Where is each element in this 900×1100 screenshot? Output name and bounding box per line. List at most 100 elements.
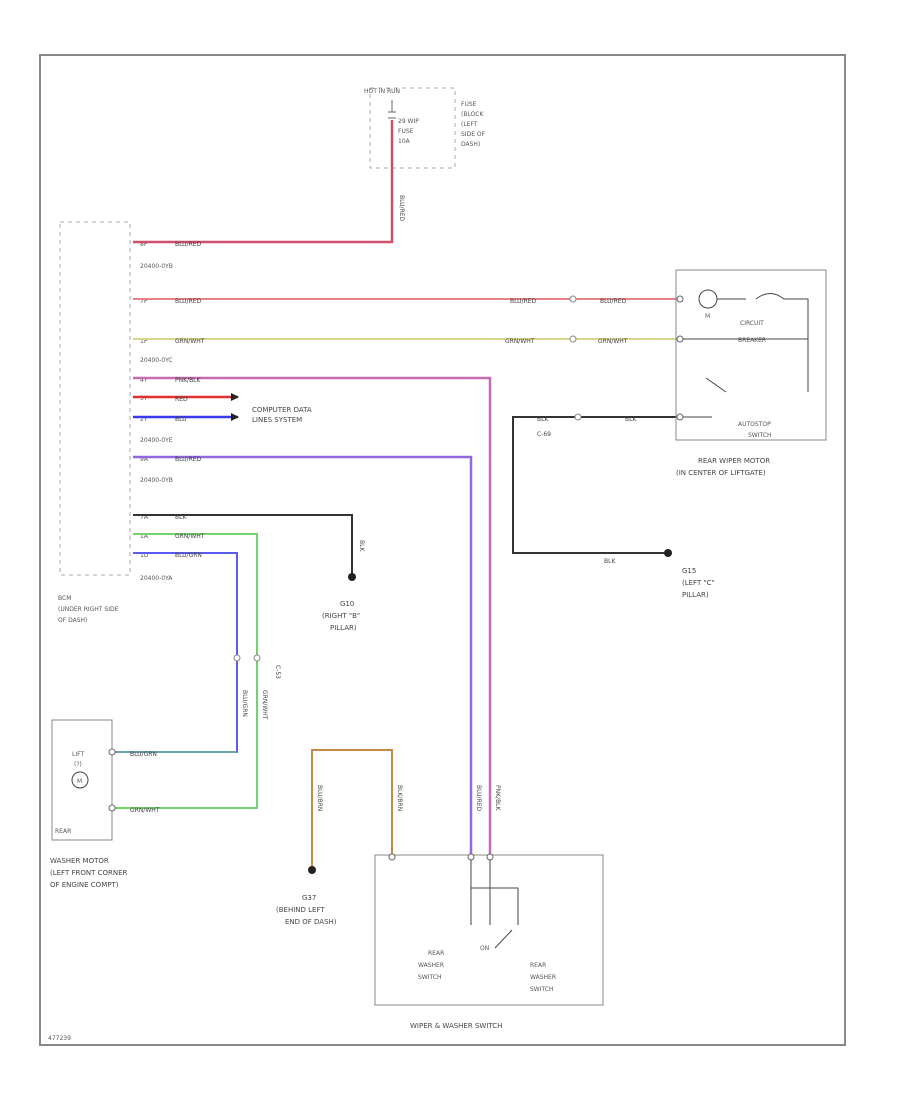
fuse-line-1: 29 WIP <box>398 118 419 125</box>
fuse-loc-5: DASH) <box>461 141 480 148</box>
switch-title: WIPER & WASHER SWITCH <box>410 1022 502 1030</box>
washer-inner-bottom: REAR <box>55 828 71 835</box>
wire-label-g10: BLK <box>358 540 365 552</box>
fuse-loc-1: FUSE <box>461 101 477 108</box>
c-pnl-label: C-69 <box>537 431 551 438</box>
wire-black-g10 <box>133 514 353 575</box>
wiper-washer-switch-box: REAR WASHER SWITCH ON REAR WASHER SWITCH <box>374 853 604 1006</box>
fuse-loc-3: (LEFT <box>461 121 478 128</box>
g10-line-3: PILLAR) <box>330 624 357 632</box>
rear-wiper-motor-box: M CIRCUIT BREAKER AUTOSTOP SWITCH <box>675 269 827 441</box>
wire-label-15: BLK <box>625 416 637 423</box>
switch-right-3: SWITCH <box>530 986 554 993</box>
wire-blu-red-switch <box>133 455 473 860</box>
connector-5: 20400-0YA <box>140 575 173 582</box>
washer-line-3: OF ENGINE COMPT) <box>50 881 119 889</box>
fuse-line-2: FUSE <box>398 128 414 135</box>
wire-label-3b: GRN/WHT <box>505 338 535 345</box>
fuse-header: HOT IN RUN <box>364 88 400 95</box>
ground-g15-icon <box>664 549 672 557</box>
pin-9: 1A <box>140 533 149 540</box>
cb-line-2: BREAKER <box>738 337 766 344</box>
wire-label-11: BLU/GRN <box>130 751 157 758</box>
bcm-line-2: (UNDER RIGHT SIDE <box>58 606 119 613</box>
connector-pin-icon <box>253 654 261 662</box>
autostop-line-2: SWITCH <box>748 432 772 439</box>
autostop-line-1: AUTOSTOP <box>738 421 771 428</box>
wire-label-16: BLK <box>604 558 616 565</box>
connector-4: 20400-0YB <box>140 477 173 484</box>
connector-1: 20400-0YB <box>140 263 173 270</box>
wire-label-6: BLU <box>175 416 187 423</box>
g15-line-1: G15 <box>682 567 696 575</box>
diagram-id: 477239 <box>48 1035 71 1042</box>
wire-label-sw1: BLU/BRN <box>316 785 323 811</box>
switch-contact-icon <box>494 929 513 949</box>
wire-label-2b: BLU/RED <box>510 298 537 305</box>
wire-label-5: RED <box>175 396 188 403</box>
pin-6: 2Y <box>140 416 148 423</box>
switch-on-label: ON <box>480 945 489 952</box>
washer-line-1: WASHER MOTOR <box>50 857 109 865</box>
wire-label-10: BLU/GRN <box>175 552 202 559</box>
pin-7: 9A <box>140 456 149 463</box>
connector-pin-icon <box>574 413 582 421</box>
pin-4: 4Y <box>140 377 148 384</box>
wire-label-fuse: BLU/RED <box>398 195 405 222</box>
wire-pnk-blk <box>133 376 492 860</box>
wire-label-b1: BLU/GRN <box>241 690 248 717</box>
g37-line-3: END OF DASH) <box>285 918 337 926</box>
wire-fuse-to-bcm <box>133 120 394 244</box>
wire-label-7: BLU/RED <box>175 456 202 463</box>
rear-wiper-name: REAR WIPER MOTOR <box>698 457 770 465</box>
connector-pin-icon <box>233 654 241 662</box>
wire-label-3a: GRN/WHT <box>175 338 205 345</box>
switch-left-2: WASHER <box>418 962 444 969</box>
switch-left-1: REAR <box>428 950 444 957</box>
g37-line-1: G37 <box>302 894 316 902</box>
cds-line-2: LINES SYSTEM <box>252 416 302 424</box>
wire-label-w1-right: BLU/RED <box>600 298 627 305</box>
cb-line-1: CIRCUIT <box>740 320 764 327</box>
wire-g37-switch <box>311 749 393 868</box>
cds-line-1: COMPUTER DATA <box>252 406 312 414</box>
washer-motor-box: M LIFT (?) REAR <box>51 719 116 841</box>
circuit-breaker-icon <box>717 293 809 339</box>
fuse-loc-2: (BLOCK <box>461 111 484 118</box>
pin-3: 1P <box>140 338 148 345</box>
connector-2: 20400-0YC <box>140 357 173 364</box>
ground-g10-icon <box>348 573 356 581</box>
wire-label-2a: BLU/RED <box>175 298 202 305</box>
wire-label-14: BLK <box>537 416 549 423</box>
connector-pin-icon <box>569 295 577 303</box>
pin-8: 7A <box>140 514 149 521</box>
connector-3: 20400-0YE <box>140 437 173 444</box>
washer-line-2: (LEFT FRONT CORNER <box>50 869 128 877</box>
fuse-symbol-icon <box>388 100 396 119</box>
rear-wiper-m: M <box>705 313 710 320</box>
wire-label-b2: GRN/WHT <box>261 690 268 720</box>
washer-m: M <box>77 778 82 785</box>
autostop-switch-icon <box>683 339 809 418</box>
fuse-line-3: 10A <box>398 138 411 145</box>
g10-line-1: G10 <box>340 600 354 608</box>
diagram-frame <box>39 54 846 1046</box>
g15-line-3: PILLAR) <box>682 591 709 599</box>
rear-wiper-motor-icon <box>698 289 718 309</box>
wire-black-g15 <box>512 416 680 554</box>
wire-label-sw3: BLU/RED <box>475 785 482 812</box>
switch-internal-lines <box>470 860 519 925</box>
pin-1: 8P <box>140 241 148 248</box>
switch-right-1: REAR <box>530 962 546 969</box>
ground-g37-icon <box>308 866 316 874</box>
connector-pin-icon <box>569 335 577 343</box>
wire-label-sw2: BLK/BRN <box>396 785 403 811</box>
fuse-loc-4: SIDE OF <box>461 131 486 138</box>
wire-label-12: GRN/WHT <box>130 807 160 814</box>
wire-grn-washer <box>115 533 258 809</box>
pin-2: 7P <box>140 298 148 305</box>
washer-inner-top2: (?) <box>74 761 82 768</box>
bcm-line-3: OF DASH) <box>58 617 87 624</box>
wire-label-1: BLU/RED <box>175 241 202 248</box>
